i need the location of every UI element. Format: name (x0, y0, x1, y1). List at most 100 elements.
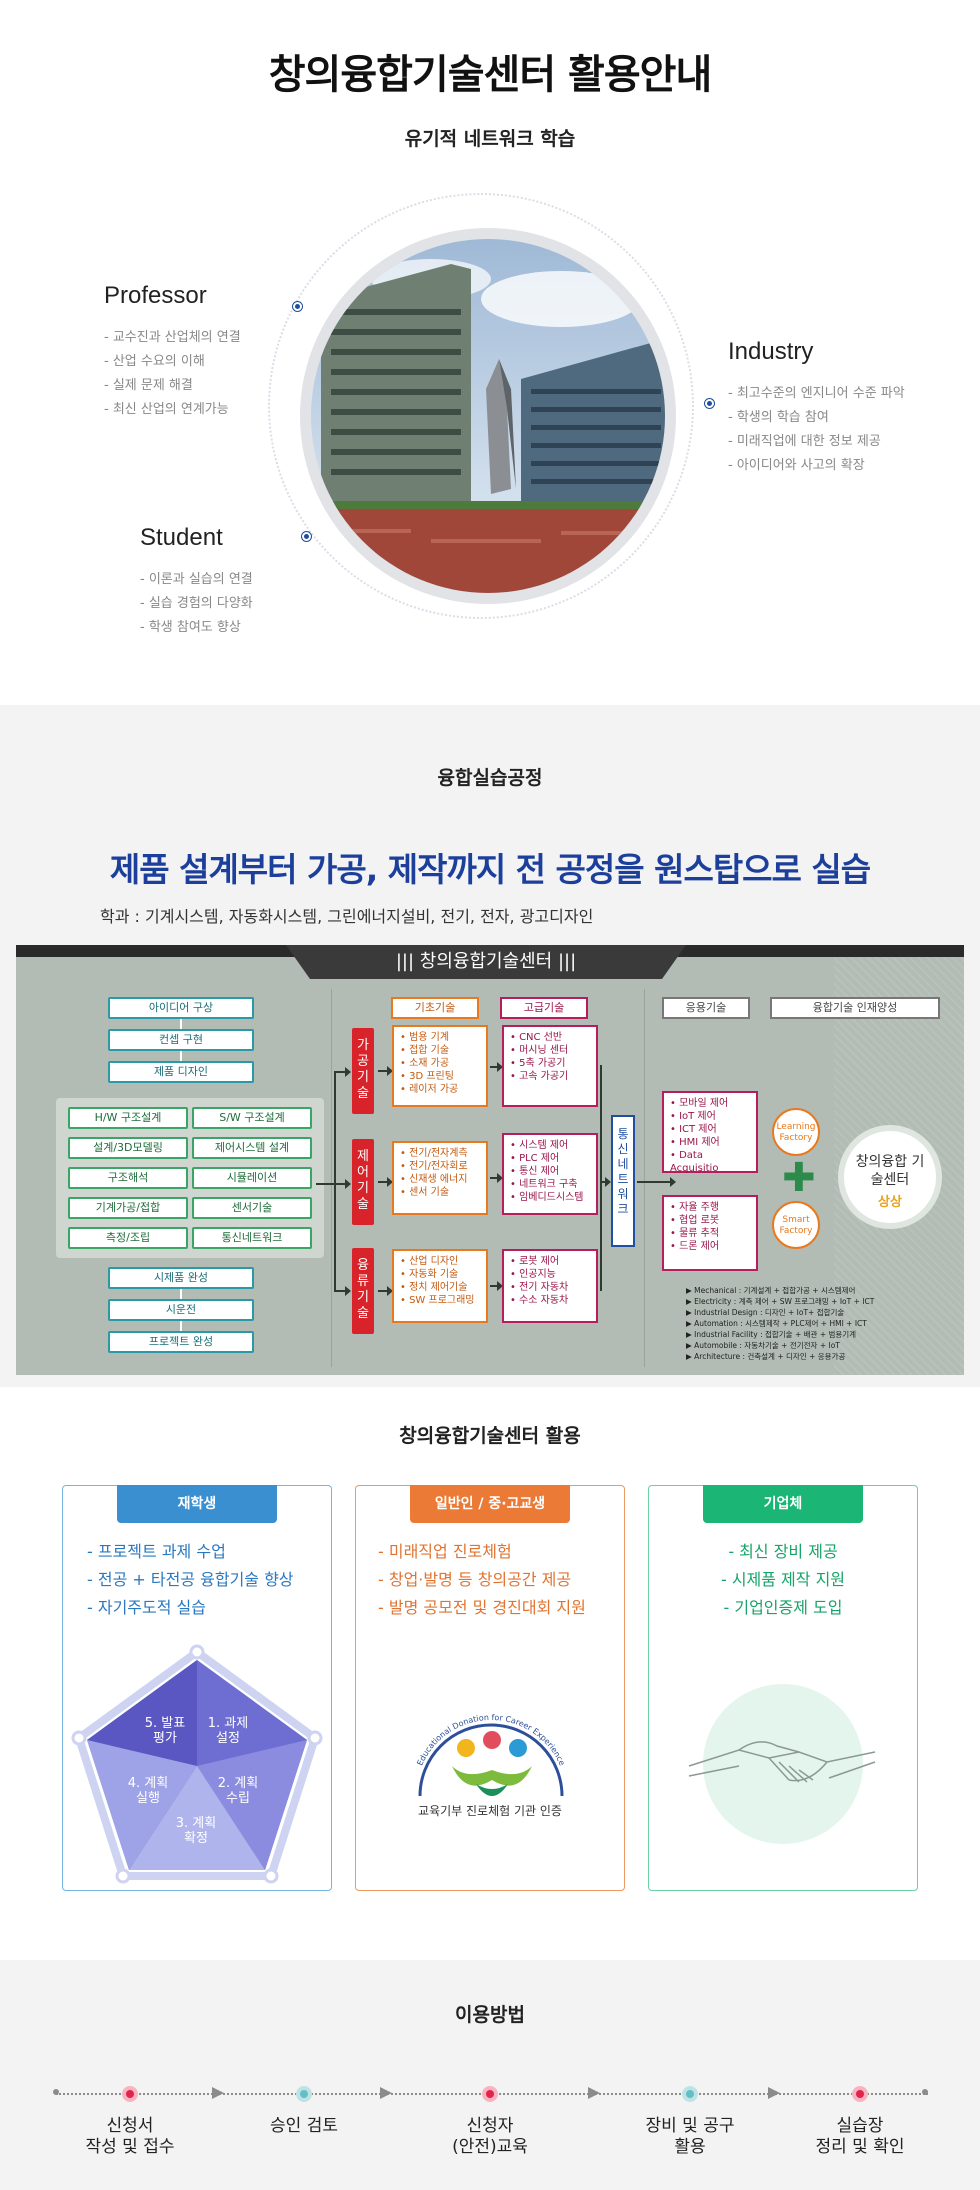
process-section: 융합실습공정 제품 설계부터 가공, 제작까지 전 공정을 원스탑으로 실습 학… (0, 705, 980, 1387)
track-item: • PLC 제어 (510, 1153, 560, 1164)
usage-section: 창의융합기술센터 활용 재학생 - 프로젝트 과제 수업 - 전공 + 타전공 … (0, 1387, 980, 1960)
card-item: - 프로젝트 과제 수업 (87, 1542, 226, 1561)
track-item: • 접합 기술 (400, 1045, 450, 1056)
flow-step: 프로젝트 완성 (108, 1331, 254, 1353)
diagram-banner: ||| 창의융합기술센터 ||| (286, 945, 686, 979)
card-students: 재학생 - 프로젝트 과제 수업 - 전공 + 타전공 융합기술 향상 - 자기… (62, 1485, 332, 1891)
flow-step: S/W 구조설계 (192, 1107, 312, 1129)
flow-arrow (334, 1286, 351, 1296)
flow-arrow (334, 1067, 351, 1077)
card-item: - 자기주도적 실습 (87, 1598, 206, 1617)
flow-step: H/W 구조설계 (68, 1107, 188, 1129)
track-arrow (378, 1177, 393, 1187)
role-item: - 실제 문제 해결 (104, 378, 193, 393)
process-label: 융합실습공정 (437, 767, 543, 789)
step-label: 장비 및 공구 활용 (645, 2116, 735, 2157)
legend-item: ▶ Automobile : 자동차기술 + 전기전자 + IoT (686, 1341, 840, 1350)
track-item: • 3D 프린팅 (400, 1071, 454, 1082)
track-item: • 산업 디자인 (400, 1256, 459, 1267)
card-item: - 전공 + 타전공 융합기술 향상 (87, 1570, 294, 1589)
flow-step: 통신네트워크 (192, 1227, 312, 1249)
legend-item: ▶ Automation : 시스템제작 + PLC제어 + HMI + ICT (686, 1319, 867, 1328)
role-item: - 미래직업에 대한 정보 제공 (728, 434, 881, 449)
method-title: 이용방법 (455, 2004, 525, 2026)
flow-connector (180, 1051, 182, 1061)
flow-step: 구조해석 (68, 1167, 188, 1189)
track-tag: 융류기술 (352, 1248, 374, 1334)
center-name: 창의융합 기술센터 (855, 1154, 925, 1188)
column-applied: 응용기술 (662, 997, 750, 1019)
role-title: Student (140, 524, 223, 551)
step-label: 신청자 (안전)교육 (452, 2116, 528, 2157)
applied-item: • 드론 제어 (670, 1241, 720, 1252)
column-basic: 기초기술 (391, 997, 479, 1019)
column-talent: 융합기술 인재양성 (770, 997, 940, 1019)
flow-step: 센서기술 (192, 1197, 312, 1219)
track-item: • 수소 자동차 (510, 1295, 569, 1306)
flow-arrow (316, 1179, 351, 1189)
step-label: 신청서 작성 및 접수 (85, 2116, 175, 2157)
track-basic: • 범용 기계 • 접합 기술 • 소재 가공 • 3D 프린팅 • 레이저 가… (392, 1025, 488, 1107)
orbit-dot-student (302, 532, 311, 541)
card-item: - 발명 공모전 및 경진대회 지원 (378, 1598, 586, 1617)
smart-factory-badge: Smart Factory (772, 1201, 820, 1249)
card-tag: 일반인 / 중·고교생 (410, 1485, 570, 1523)
network-branch (600, 1065, 602, 1291)
card-item: - 기업인증제 도입 (723, 1598, 843, 1617)
track-item: • 인공지능 (510, 1269, 556, 1280)
track-tag: 제어기술 (352, 1139, 374, 1225)
applied-box: • 자율 주행 • 협업 로봇 • 물류 추적 • 드론 제어 (662, 1195, 758, 1271)
flow-step: 설계/3D모델링 (68, 1137, 188, 1159)
applied-item: • IoT 제어 (670, 1111, 716, 1122)
handshake-icon (688, 1684, 876, 1844)
track-item: • 소재 가공 (400, 1058, 450, 1069)
applied-item: • ICT 제어 (670, 1124, 717, 1135)
applied-item: • 물류 추적 (670, 1228, 720, 1239)
applied-item: • 자율 주행 (670, 1202, 720, 1213)
orbit-ring (268, 193, 694, 619)
track-legend: ▶ Mechanical : 기계설계 + 접합가공 + 시스템제어 ▶ Ele… (686, 1285, 874, 1362)
step-arrow-icon (212, 2087, 224, 2099)
track-advanced: • 로봇 제어 • 인공지능 • 전기 자동차 • 수소 자동차 (502, 1249, 598, 1323)
track-tag: 가공기술 (352, 1028, 374, 1114)
legend-item: ▶ Industrial Facility : 접합기술 + 배관 + 범용기계 (686, 1330, 857, 1339)
track-arrow (378, 1286, 393, 1296)
role-item: - 산업 수요의 이해 (104, 354, 205, 369)
applied-item: • HMI 제어 (670, 1137, 720, 1148)
track-item: • 정치 제어기술 (400, 1282, 468, 1293)
card-item: - 시제품 제작 지원 (720, 1570, 846, 1589)
role-title: Industry (728, 338, 814, 365)
step-arrow-icon (380, 2087, 392, 2099)
step-arrow-icon (768, 2087, 780, 2099)
step-arrow-icon (588, 2087, 600, 2099)
role-item: - 실습 경험의 다양화 (140, 596, 253, 611)
track-item: • 머시닝 센터 (510, 1045, 569, 1056)
career-donation-logo: Educational Donation for Career Experien… (415, 1713, 567, 1797)
applied-item: • Data Acquisitio (670, 1150, 719, 1174)
step-dot (852, 2086, 868, 2102)
track-end-dot (922, 2089, 928, 2095)
role-item: - 학생 참여도 향상 (140, 620, 241, 635)
track-arrow (490, 1062, 503, 1072)
campus-illustration (311, 239, 665, 593)
diagram-divider (331, 989, 332, 1367)
flow-step: 시운전 (108, 1299, 254, 1321)
method-section: 이용방법 신청서 작성 및 접수 승인 검토 신청자 (안전)교육 장비 및 공… (0, 1960, 980, 2190)
flow-step: 제어시스템 설계 (192, 1137, 312, 1159)
card-tag: 재학생 (117, 1485, 277, 1523)
track-item: • CNC 선반 (510, 1032, 563, 1043)
applied-item: • 모바일 제어 (670, 1098, 729, 1109)
orbit-dot-professor (293, 302, 302, 311)
intro-section: 창의융합기술센터 활용안내 유기적 네트워크 학습 (0, 0, 980, 705)
flow-step: 아이디어 구상 (108, 997, 254, 1019)
card-item: - 미래직업 진로체험 (378, 1542, 512, 1561)
legend-item: ▶ Industrial Design : 디자인 + IoT+ 접합기술 (686, 1308, 845, 1317)
flow-step: 컨셉 구현 (108, 1029, 254, 1051)
network-arrow (600, 1177, 611, 1187)
flow-connector (180, 1321, 182, 1331)
track-item: • 고속 가공기 (510, 1071, 569, 1082)
step-label: 실습장 정리 및 확인 (815, 2116, 905, 2157)
flow-step: 측정/조립 (68, 1227, 188, 1249)
role-item: - 학생의 학습 참여 (728, 410, 829, 425)
track-item: • 로봇 제어 (510, 1256, 560, 1267)
